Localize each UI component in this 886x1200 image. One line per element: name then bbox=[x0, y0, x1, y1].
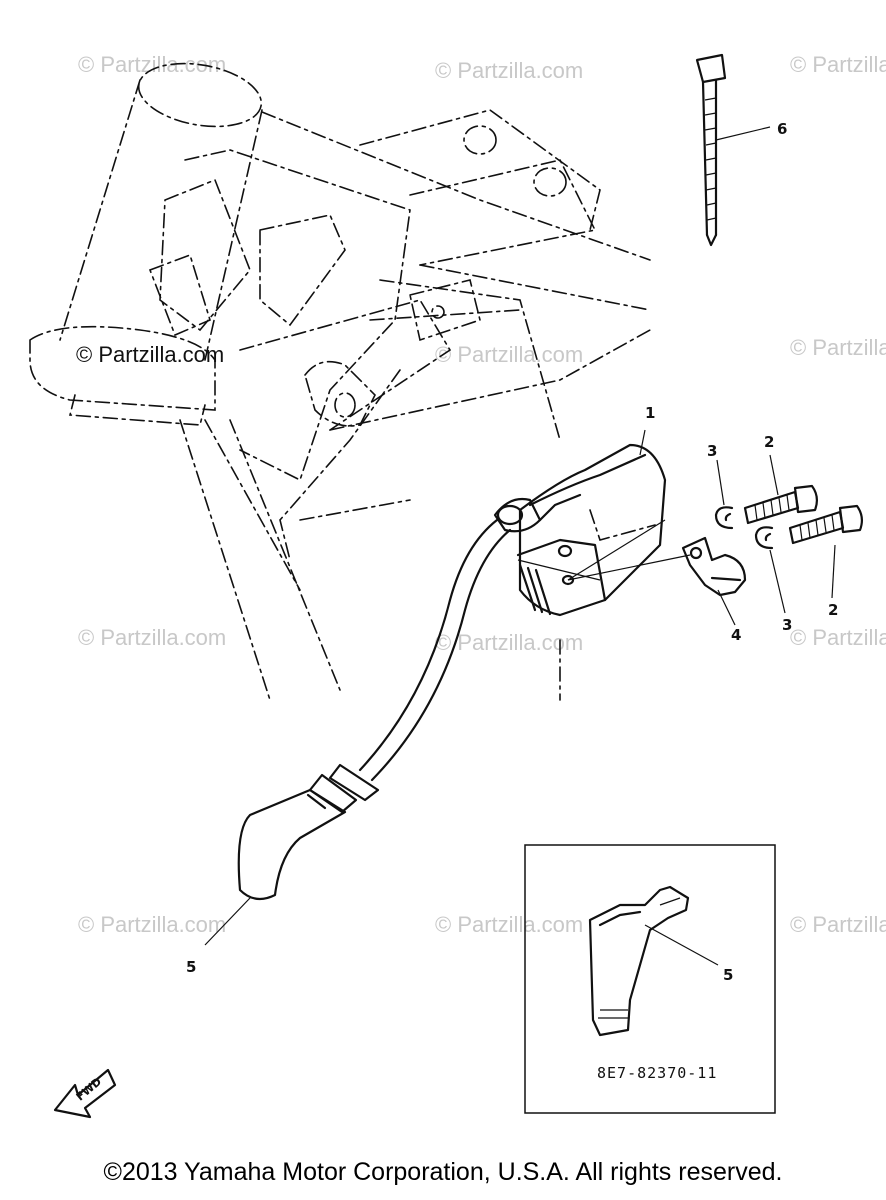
watermark: © Partzilla.com bbox=[435, 58, 583, 83]
watermark: © Partzilla.com bbox=[435, 912, 583, 937]
fwd-arrow-icon: FWD bbox=[53, 1068, 117, 1119]
callout-5: 5 bbox=[186, 958, 196, 976]
callout-5-inset: 5 bbox=[723, 966, 733, 984]
ignition-coil-part bbox=[493, 429, 691, 617]
ht-lead bbox=[308, 518, 512, 814]
cable-tie-part bbox=[695, 53, 771, 247]
watermark: © Partzilla.com bbox=[790, 52, 886, 77]
watermark: © Partzilla.com bbox=[435, 342, 583, 367]
callout-2: 2 bbox=[828, 601, 838, 619]
copyright-notice: ©2013 Yamaha Motor Corporation, U.S.A. A… bbox=[103, 1158, 783, 1186]
watermark: © Partzilla.com bbox=[790, 912, 886, 937]
bracket-part bbox=[681, 536, 747, 626]
inset-box bbox=[524, 844, 776, 1114]
watermark: © Partzilla.com bbox=[435, 630, 583, 655]
watermark: © Partzilla.com bbox=[790, 625, 886, 650]
callout-2: 2 bbox=[764, 433, 774, 451]
bolt-part bbox=[743, 454, 864, 599]
watermark: © Partzilla.com bbox=[790, 335, 886, 360]
washer-part bbox=[714, 459, 786, 614]
callout-4: 4 bbox=[731, 626, 741, 644]
plug-cap-part bbox=[204, 788, 347, 946]
fwd-label: FWD bbox=[74, 1075, 104, 1103]
watermark: © Partzilla.com bbox=[78, 912, 226, 937]
watermark-main: © Partzilla.com bbox=[76, 342, 224, 367]
callout-3: 3 bbox=[782, 616, 792, 634]
inset-part-code: 8E7-82370-11 bbox=[597, 1064, 717, 1082]
watermark: © Partzilla.com bbox=[78, 625, 226, 650]
watermarks: © Partzilla.com © Partzilla.com © Partzi… bbox=[78, 52, 886, 937]
callout-6: 6 bbox=[777, 120, 787, 138]
frame-outline bbox=[29, 62, 651, 701]
callout-3: 3 bbox=[707, 442, 717, 460]
callout-1: 1 bbox=[645, 404, 655, 422]
callout-numbers: 1 2 2 3 3 4 5 5 6 bbox=[186, 120, 838, 984]
